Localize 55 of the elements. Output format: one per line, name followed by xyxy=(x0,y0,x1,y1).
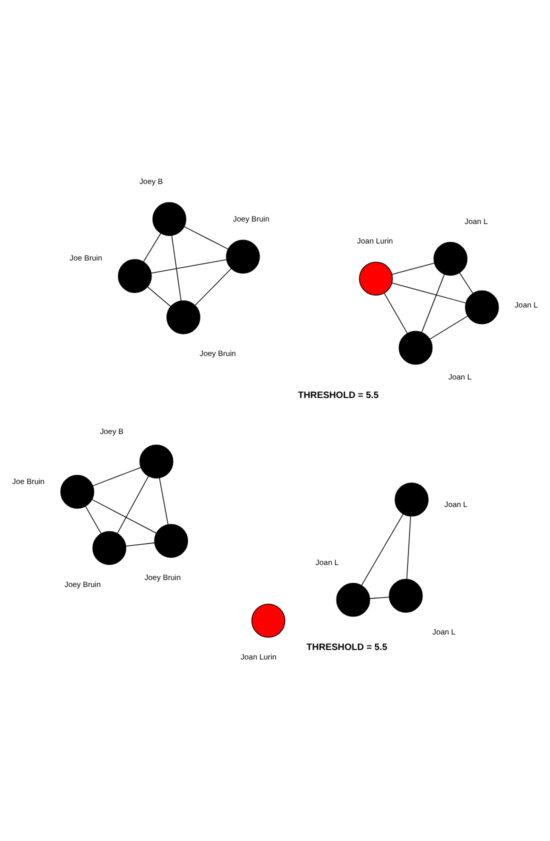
node-circle xyxy=(465,290,499,324)
node-circle xyxy=(251,603,286,638)
node-label: Joey B xyxy=(139,176,163,186)
node-label: Joey B xyxy=(100,426,124,436)
node-label: Joe Bruin xyxy=(70,253,102,262)
connector xyxy=(116,475,149,534)
connector xyxy=(384,292,408,334)
node-label: Joey Bruin xyxy=(200,348,236,358)
node-circle xyxy=(92,530,126,565)
node-circle xyxy=(139,444,174,478)
node-label: Joey Bruin xyxy=(64,579,101,588)
node-label: Joan Lurin xyxy=(357,236,393,246)
connector xyxy=(430,315,468,339)
connector xyxy=(92,498,157,533)
node-circle xyxy=(226,239,260,274)
node-label: Joey Bruin xyxy=(144,572,181,582)
connector xyxy=(421,274,445,332)
node-label: Joan L xyxy=(432,627,456,636)
node-circle xyxy=(152,202,186,236)
label: THRESHOLD = 5.5 xyxy=(298,389,379,400)
connector xyxy=(184,226,228,249)
connector xyxy=(361,513,404,586)
connector xyxy=(126,542,155,546)
node-label: Joan L xyxy=(444,500,468,509)
node-label: Joan L xyxy=(448,372,472,381)
node-circle xyxy=(394,482,429,516)
connector xyxy=(159,477,168,524)
connector xyxy=(143,232,162,262)
connector xyxy=(151,258,227,273)
node-circle xyxy=(60,474,94,508)
connector xyxy=(171,234,182,301)
connector xyxy=(147,286,172,306)
node-circle xyxy=(154,523,188,558)
node-label: Joan Lurin xyxy=(240,652,276,662)
node-label: Joe Bruin xyxy=(12,476,45,486)
connector xyxy=(459,272,474,294)
connector xyxy=(92,466,142,486)
node-circle xyxy=(118,258,152,292)
node-label: Joey Bruin xyxy=(233,214,270,224)
node-circle xyxy=(166,300,200,334)
connector xyxy=(392,262,435,274)
node-label: Joan L xyxy=(464,216,488,226)
label: THRESHOLD = 5.5 xyxy=(306,641,388,652)
connector xyxy=(194,268,232,306)
node-circle xyxy=(388,578,423,612)
connector xyxy=(392,282,466,303)
node-label: Joan L xyxy=(316,557,339,566)
connector xyxy=(406,515,411,580)
node-circle xyxy=(398,330,433,364)
connector xyxy=(85,505,102,534)
connector xyxy=(369,596,390,598)
node-label: Joan L xyxy=(514,300,538,309)
node-circle xyxy=(336,582,370,616)
node-circle xyxy=(434,241,468,276)
node-circle xyxy=(358,261,393,296)
